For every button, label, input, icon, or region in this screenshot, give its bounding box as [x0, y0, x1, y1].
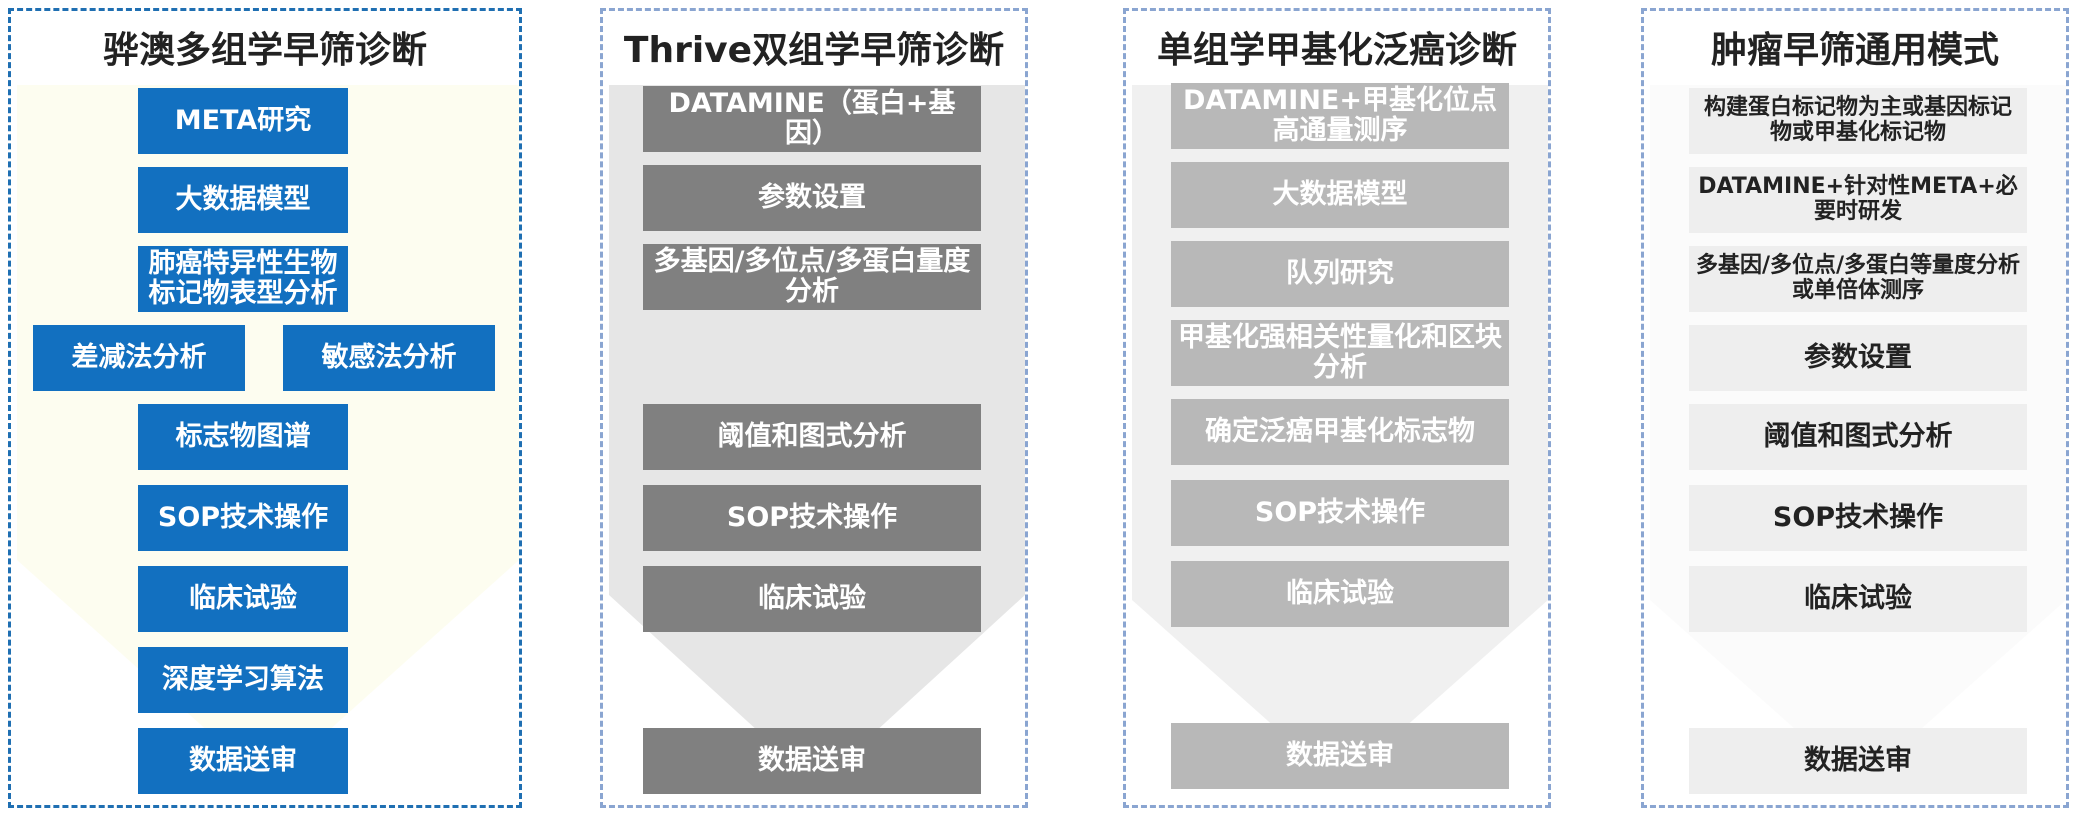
step-box: 参数设置 — [643, 165, 981, 231]
step-box: 构建蛋白标记物为主或基因标记物或甲基化标记物 — [1689, 88, 2027, 154]
step-box: 数据送审 — [138, 728, 348, 794]
step-box: 多基因/多位点/多蛋白等量度分析或单倍体测序 — [1689, 246, 2027, 312]
step-box: DATAMINE+针对性META+必要时研发 — [1689, 167, 2027, 233]
step-box: 参数设置 — [1689, 325, 2027, 391]
step-box: 阈值和图式分析 — [1689, 404, 2027, 470]
step-box: SOP技术操作 — [1171, 480, 1509, 546]
step-box: 队列研究 — [1171, 241, 1509, 307]
step-box: 肺癌特异性生物标记物表型分析 — [138, 246, 348, 312]
step-box: 大数据模型 — [138, 167, 348, 233]
panel-multiomics: 骅澳多组学早筛诊断 META研究 大数据模型 肺癌特异性生物标记物表型分析 差减… — [8, 8, 522, 808]
step-box: DATAMINE+甲基化位点高通量测序 — [1171, 83, 1509, 149]
step-box: 甲基化强相关性量化和区块分析 — [1171, 320, 1509, 386]
panel-title: Thrive双组学早筛诊断 — [623, 30, 1005, 71]
step-box: 深度学习算法 — [138, 647, 348, 713]
step-box: 标志物图谱 — [138, 404, 348, 470]
step-box: SOP技术操作 — [138, 485, 348, 551]
step-box: SOP技术操作 — [1689, 485, 2027, 551]
step-box: 多基因/多位点/多蛋白量度分析 — [643, 244, 981, 310]
step-box: DATAMINE（蛋白+基因） — [643, 86, 981, 152]
step-box: 数据送审 — [1689, 728, 2027, 794]
step-box: META研究 — [138, 88, 348, 154]
step-box: 临床试验 — [1689, 566, 2027, 632]
step-box: 差减法分析 — [33, 325, 245, 391]
step-box: 确定泛癌甲基化标志物 — [1171, 399, 1509, 465]
panel-dual-omics: Thrive双组学早筛诊断 DATAMINE（蛋白+基因） 参数设置 多基因/多… — [600, 8, 1028, 808]
step-box: 临床试验 — [643, 566, 981, 632]
step-box: 阈值和图式分析 — [643, 404, 981, 470]
step-box: 大数据模型 — [1171, 162, 1509, 228]
step-box: 数据送审 — [643, 728, 981, 794]
step-box: 敏感法分析 — [283, 325, 495, 391]
panel-general-mode: 肿瘤早筛通用模式 构建蛋白标记物为主或基因标记物或甲基化标记物 DATAMINE… — [1641, 8, 2069, 808]
panel-title: 肿瘤早筛通用模式 — [1710, 30, 1999, 71]
step-box: 临床试验 — [1171, 561, 1509, 627]
panel-title: 骅澳多组学早筛诊断 — [102, 30, 427, 71]
panel-methylation: 单组学甲基化泛癌诊断 DATAMINE+甲基化位点高通量测序 大数据模型 队列研… — [1123, 8, 1551, 808]
step-box: SOP技术操作 — [643, 485, 981, 551]
panel-title: 单组学甲基化泛癌诊断 — [1156, 30, 1517, 71]
step-box: 临床试验 — [138, 566, 348, 632]
step-box: 数据送审 — [1171, 723, 1509, 789]
